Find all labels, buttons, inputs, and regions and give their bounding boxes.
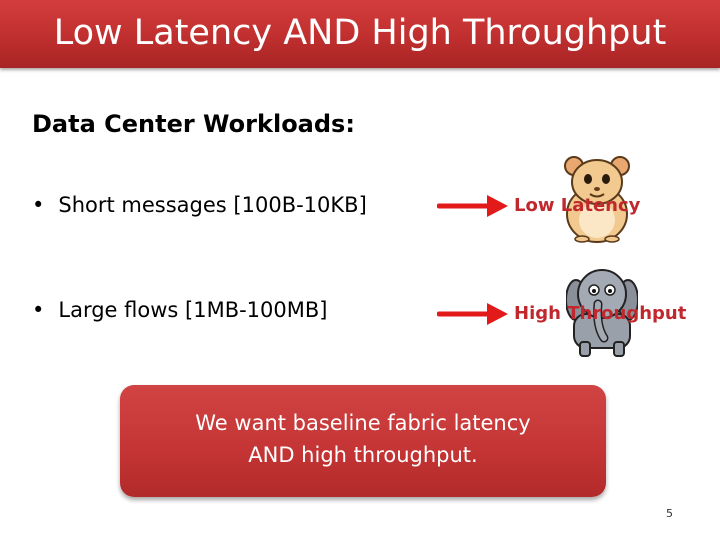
result-high-throughput: High Throughput — [514, 303, 687, 324]
hamster-icon — [564, 156, 630, 243]
callout-line-1: We want baseline fabric latency — [195, 411, 531, 435]
arrow-right-icon — [437, 303, 508, 325]
result-low-latency: Low Latency — [514, 195, 641, 216]
callout-text: We want baseline fabric latency AND high… — [120, 407, 606, 471]
slide-subtitle: Data Center Workloads: — [32, 110, 355, 138]
bullet-short-messages: • Short messages [100B-10KB] — [32, 193, 367, 217]
bullet-text: Large flows [1MB-100MB] — [58, 298, 328, 322]
bullet-symbol: • — [32, 298, 45, 322]
title-bar: Low Latency AND High Throughput — [0, 0, 720, 68]
slide-title: Low Latency AND High Throughput — [53, 13, 667, 53]
arrow-right-icon — [437, 195, 508, 217]
callout-box: We want baseline fabric latency AND high… — [120, 385, 606, 497]
bullet-large-flows: • Large flows [1MB-100MB] — [32, 298, 327, 322]
bullet-text: Short messages [100B-10KB] — [58, 193, 367, 217]
callout-line-2: AND high throughput. — [248, 443, 478, 467]
elephant-icon — [566, 269, 638, 357]
bullet-symbol: • — [32, 193, 45, 217]
page-number: 5 — [666, 507, 673, 520]
